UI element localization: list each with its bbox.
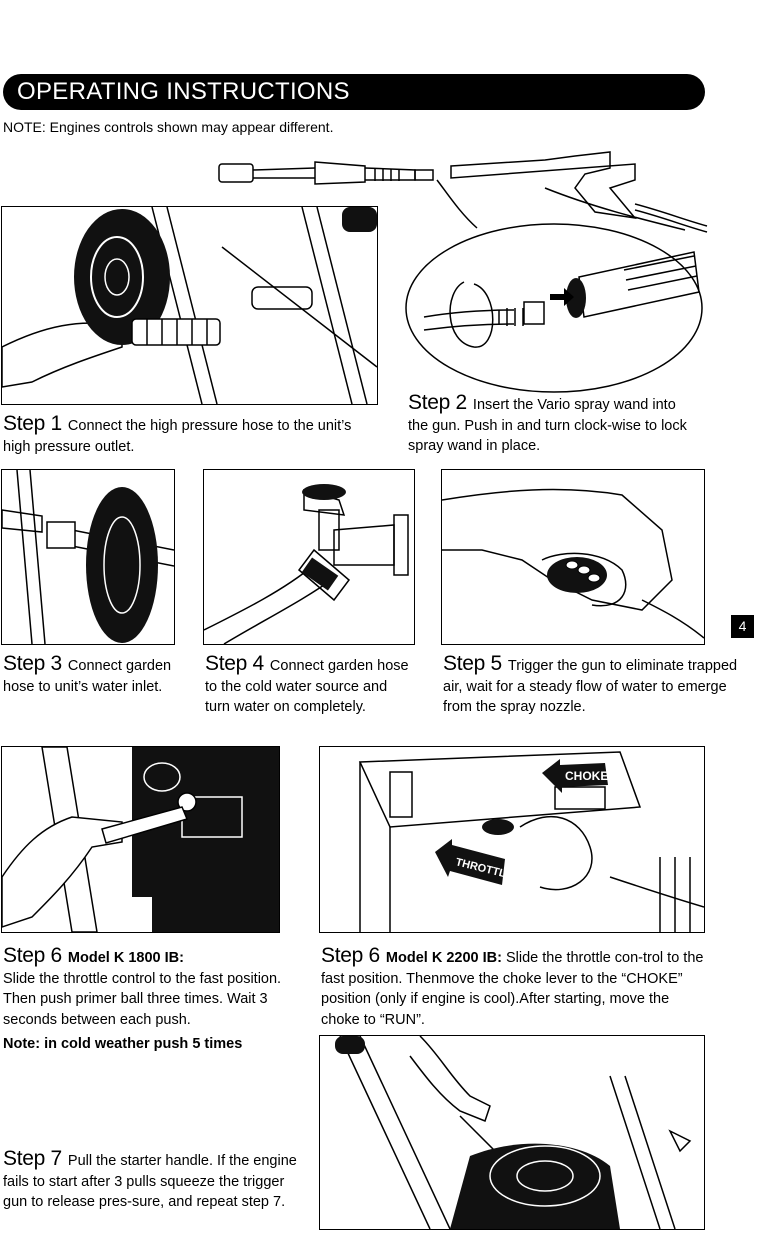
step7-label: Step 7 xyxy=(3,1147,62,1170)
step6-k2200-instructions: Slide the throttle con-trol to the fast … xyxy=(321,950,704,1028)
cold-weather-note: Note: in cold weather push 5 times xyxy=(3,1036,243,1052)
step2-illustration xyxy=(404,222,706,395)
wand-and-gun-illustration xyxy=(215,148,710,233)
step6-k1800-text: Step 6 Model K 1800 IB: Slide the throttl… xyxy=(3,944,288,1055)
step6-k2200-model: Model K 2200 IB: xyxy=(385,950,502,966)
step3-illustration xyxy=(1,469,175,645)
engine-controls-note: NOTE: Engines controls shown may appear … xyxy=(3,119,334,135)
section-banner xyxy=(3,74,705,110)
step6-k1800-model: Model K 1800 IB: xyxy=(67,950,184,966)
step4-illustration xyxy=(203,469,415,645)
section-title: OPERATING INSTRUCTIONS xyxy=(17,78,350,105)
step2-instructions: Insert the Vario spray wand into the gun… xyxy=(408,397,687,454)
page-number: 4 xyxy=(731,615,754,638)
choke-label: CHOKE xyxy=(565,769,608,783)
step5-label: Step 5 xyxy=(443,652,502,675)
step2-label: Step 2 xyxy=(408,391,467,414)
step5-illustration xyxy=(441,469,705,645)
step7-instructions: Pull the starter handle. If the engine f… xyxy=(3,1153,297,1210)
step4-label: Step 4 xyxy=(205,652,264,675)
step1-instructions: Connect the high pressure hose to the un… xyxy=(3,418,352,455)
step6-k2200-illustration: CHOKE THROTTLE xyxy=(319,746,705,933)
step3-instructions: Connect garden hose to unit’s water inle… xyxy=(3,658,172,695)
step7-illustration xyxy=(319,1035,705,1230)
step6-k1800-label: Step 6 xyxy=(3,944,62,967)
step4-instructions: Connect garden hose to the cold water so… xyxy=(205,658,409,715)
step5-instructions: Trigger the gun to eliminate trapped air… xyxy=(443,658,738,715)
step6-k1800-illustration xyxy=(1,746,280,933)
step1-label: Step 1 xyxy=(3,412,62,435)
step1-illustration xyxy=(1,206,378,405)
step3-label: Step 3 xyxy=(3,652,62,675)
step6-k2200-label: Step 6 xyxy=(321,944,380,967)
step6-k1800-instructions: Slide the throttle control to the fast p… xyxy=(3,970,282,1028)
step6-k2200-text: Step 6 Model K 2200 IB: Slide the throttl… xyxy=(321,944,706,1030)
